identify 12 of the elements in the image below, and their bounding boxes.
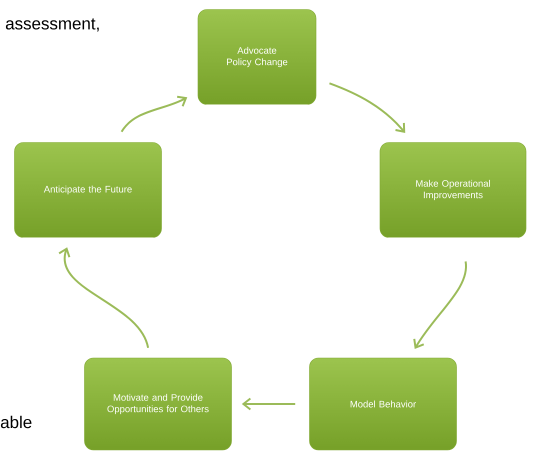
arrow (120, 96, 188, 132)
body-text: assessment, (6, 18, 99, 32)
process-box: Model Behavior (309, 358, 457, 450)
arrow (242, 398, 296, 410)
process-box: Advocate Policy Change (198, 9, 316, 105)
process-box: Motivate and Provide Opportunities for Others (84, 358, 232, 450)
arrow (329, 82, 406, 133)
arrow (58, 247, 150, 348)
arrow (413, 261, 467, 350)
process-box: Make Operational Improvements (380, 142, 526, 238)
body-text: able (0, 416, 32, 428)
process-box: Anticipate the Future (14, 142, 162, 238)
